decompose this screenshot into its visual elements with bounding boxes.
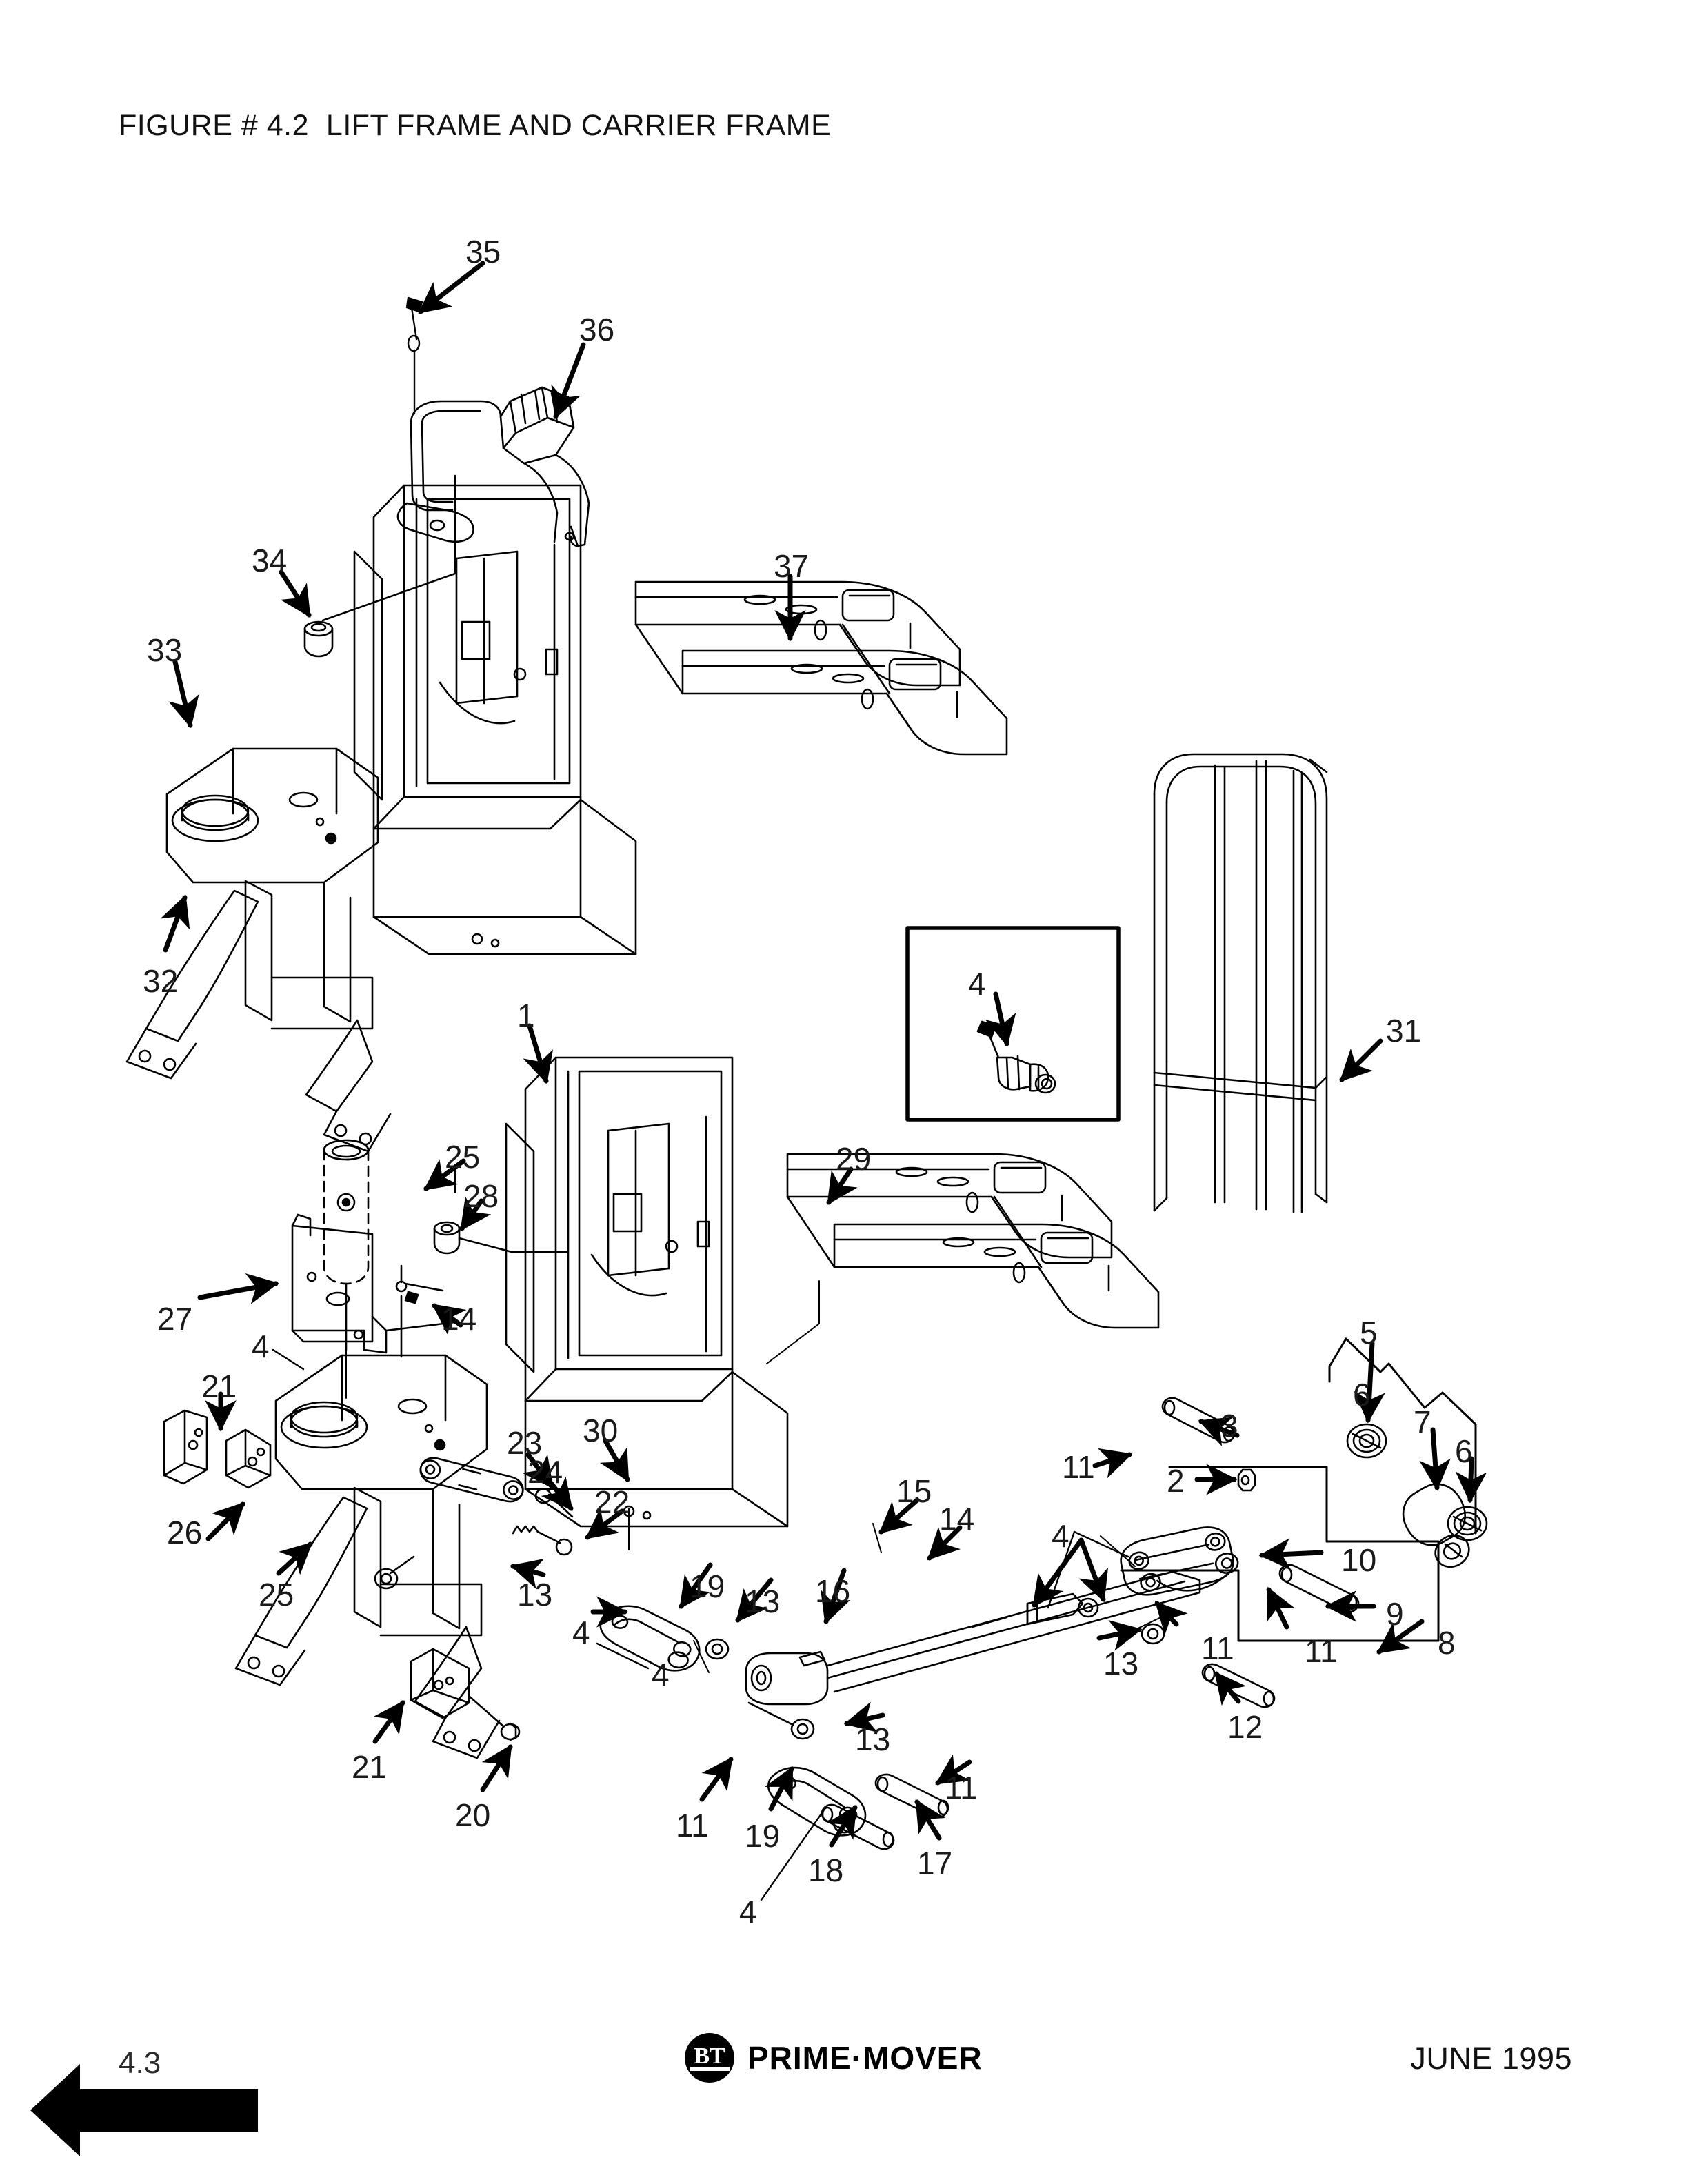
callout-19a: 19: [690, 1568, 725, 1604]
callout-19b: 19: [745, 1818, 781, 1854]
callout-11d: 11: [676, 1808, 709, 1843]
callout-21a: 21: [201, 1368, 237, 1404]
callout-13c: 13: [1103, 1646, 1139, 1681]
svg-text:BT: BT: [694, 2043, 725, 2069]
callout-4-inset: 4: [968, 966, 986, 1002]
callout-20: 20: [455, 1797, 491, 1833]
callout-8: 8: [1438, 1625, 1456, 1661]
brand-name: PRIME·MOVER: [747, 2040, 983, 2076]
callout-3: 3: [1220, 1408, 1238, 1444]
callout-36: 36: [579, 312, 615, 347]
callout-35: 35: [465, 234, 501, 270]
callout-33: 33: [147, 632, 183, 668]
brand-logo: BT PRIME·MOVER: [684, 2032, 983, 2083]
callout-13b: 13: [745, 1584, 781, 1619]
callout-12: 12: [1227, 1709, 1263, 1745]
callout-32: 32: [143, 963, 179, 999]
callout-37: 37: [774, 548, 810, 584]
callout-7: 7: [1414, 1404, 1431, 1440]
callout-4d: 4: [652, 1657, 670, 1692]
callout-26: 26: [167, 1515, 203, 1550]
return-button[interactable]: Return: [30, 2059, 258, 2172]
callout-14a: 14: [441, 1301, 477, 1337]
callout-11a: 11: [1062, 1449, 1095, 1485]
callout-16: 16: [815, 1573, 851, 1609]
callout-1: 1: [517, 998, 535, 1033]
callout-4c: 4: [572, 1615, 590, 1650]
return-button-label: Return: [97, 2125, 232, 2172]
callout-4a: 4: [252, 1328, 270, 1364]
document-date: JUNE 1995: [1410, 2041, 1572, 2076]
callout-31: 31: [1386, 1013, 1422, 1049]
callout-29: 29: [836, 1141, 872, 1177]
callout-30: 30: [583, 1413, 619, 1448]
callout-14b: 14: [939, 1501, 975, 1537]
callout-21b: 21: [352, 1749, 388, 1785]
callout-13a: 13: [517, 1577, 553, 1612]
callout-27: 27: [157, 1301, 193, 1337]
callout-24: 24: [528, 1454, 563, 1490]
callout-6a: 6: [1353, 1377, 1371, 1413]
parts-diagram: [125, 261, 1488, 1901]
callout-11b: 11: [1201, 1630, 1234, 1666]
callout-17: 17: [917, 1846, 953, 1881]
callout-2: 2: [1167, 1463, 1185, 1499]
callout-22: 22: [594, 1484, 630, 1520]
callout-6b: 6: [1455, 1433, 1473, 1469]
callout-11e: 11: [945, 1770, 978, 1806]
bt-roundel-icon: BT: [684, 2032, 735, 2083]
callout-11c: 11: [1305, 1633, 1338, 1669]
callout-25a: 25: [445, 1139, 481, 1175]
callout-13d: 13: [855, 1721, 891, 1757]
callout-28: 28: [463, 1178, 499, 1214]
callout-23: 23: [507, 1425, 543, 1461]
callout-25b: 25: [259, 1577, 294, 1612]
callout-9: 9: [1386, 1596, 1404, 1632]
page-footer: 4.3 Return BT PRIME·MOVER JUNE 1995: [0, 2020, 1688, 2184]
callout-10: 10: [1341, 1542, 1377, 1578]
callout-15: 15: [896, 1473, 932, 1509]
callout-18: 18: [808, 1852, 844, 1888]
page-title: FIGURE # 4.2 LIFT FRAME AND CARRIER FRAM…: [119, 109, 832, 142]
callout-4b: 4: [1052, 1518, 1069, 1554]
callout-5: 5: [1360, 1315, 1378, 1351]
callout-34: 34: [252, 543, 288, 578]
page-number: 4.3: [119, 2046, 161, 2080]
callout-4e: 4: [739, 1894, 757, 1930]
